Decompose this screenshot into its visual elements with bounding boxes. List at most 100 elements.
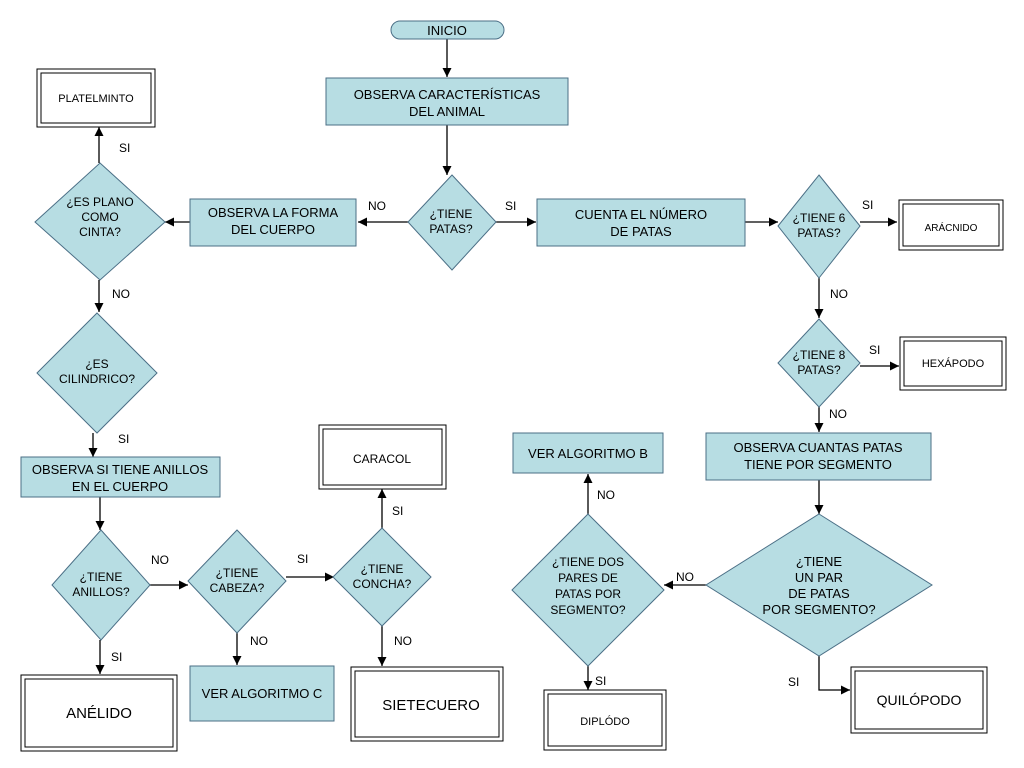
process-observe-legs-per-segment: OBSERVA CUANTAS PATAS TIENE POR SEGMENTO (705, 432, 932, 481)
decision-has-rings-line1: ¿TIENE (80, 570, 123, 584)
decision-has-rings-line2: ANILLOS? (72, 585, 130, 599)
decision-one-pair-line1: ¿TIENE (796, 554, 843, 569)
label-head-yes: SI (297, 552, 308, 566)
decision-has-head-line1: ¿TIENE (216, 566, 259, 580)
process-observe-legs-per-segment-line1: OBSERVA CUANTAS PATAS (733, 440, 902, 455)
result-aracnido-label: ARÁCNIDO (925, 221, 978, 234)
result-hexapodo: HEXÁPODO (899, 336, 1007, 391)
decision-two-pairs-line4: SEGMENTO? (550, 603, 625, 617)
label-eight-no: NO (829, 407, 847, 421)
process-algorithm-b-label: VER ALGORITMO B (528, 446, 648, 461)
label-rings-no: NO (151, 553, 169, 567)
edge-onepair-yes (818, 656, 850, 695)
label-shell-yes: SI (392, 504, 403, 518)
label-flat-yes: SI (119, 141, 130, 155)
label-twopairs-yes: SI (595, 674, 606, 688)
process-observe-features-line2: DEL ANIMAL (409, 104, 485, 119)
process-count-legs-line2: DE PATAS (610, 224, 672, 239)
decision-one-pair-line2: UN PAR (795, 570, 843, 585)
process-algorithm-c: VER ALGORITMO C (189, 665, 335, 722)
process-observe-rings-line2: EN EL CUERPO (72, 479, 168, 494)
label-head-no: NO (250, 634, 268, 648)
label-six-yes: SI (862, 198, 873, 212)
decision-cylindrical-line2: CILINDRICO? (59, 372, 135, 386)
label-legs-no: NO (368, 199, 386, 213)
decision-six-legs-line1: ¿TIENE 6 (793, 211, 846, 225)
decision-flat-ribbon-line1: ¿ES PLANO (66, 195, 133, 209)
result-caracol: CARACOL (318, 424, 447, 490)
result-sietecuero-label: SIETECUERO (382, 697, 480, 714)
label-twopairs-no: NO (597, 488, 615, 502)
label-flat-no: NO (112, 287, 130, 301)
decision-flat-ribbon-line2: COMO (81, 210, 118, 224)
decision-eight-legs-line2: PATAS? (797, 363, 841, 377)
start-node: INICIO (390, 20, 505, 40)
decision-one-pair-line4: POR SEGMENTO? (762, 602, 875, 617)
label-onepair-yes: SI (788, 675, 799, 689)
result-diplodo-label: DIPLÓDO (580, 715, 630, 728)
result-aracnido: ARÁCNIDO (898, 199, 1004, 251)
label-shell-no: NO (394, 634, 412, 648)
decision-has-head-line2: CABEZA? (210, 581, 265, 595)
process-count-legs: CUENTA EL NÚMERO DE PATAS (536, 198, 746, 247)
result-quilopodo-label: QUILÓPODO (877, 692, 962, 708)
result-quilopodo: QUILÓPODO (850, 666, 988, 734)
decision-six-legs-line2: PATAS? (797, 226, 841, 240)
decision-flat-ribbon-line3: CINTA? (79, 225, 121, 239)
decision-two-pairs-line1: ¿TIENE DOS (552, 555, 624, 569)
decision-one-pair-line3: DE PATAS (788, 586, 850, 601)
decision-has-shell-line2: CONCHA? (353, 577, 412, 591)
process-observe-features-line1: OBSERVA CARACTERÍSTICAS (354, 87, 541, 102)
label-eight-yes: SI (869, 343, 880, 357)
decision-has-legs-line1: ¿TIENE (430, 207, 473, 221)
result-anelido: ANÉLIDO (20, 674, 178, 752)
start-label: INICIO (427, 23, 467, 38)
decision-two-pairs-line3: PATAS POR (555, 587, 621, 601)
result-hexapodo-label: HEXÁPODO (922, 357, 985, 370)
label-legs-yes: SI (505, 199, 516, 213)
result-platelminto: PLATELMINTO (36, 68, 156, 128)
label-cyl-yes: SI (118, 432, 129, 446)
result-diplodo: DIPLÓDO (543, 689, 667, 751)
process-count-legs-line1: CUENTA EL NÚMERO (575, 207, 707, 222)
label-rings-yes: SI (111, 650, 122, 664)
process-algorithm-c-label: VER ALGORITMO C (202, 686, 323, 701)
result-platelminto-label: PLATELMINTO (58, 93, 134, 105)
decision-has-legs-line2: PATAS? (429, 222, 473, 236)
result-sietecuero: SIETECUERO (350, 666, 504, 742)
decision-cylindrical-line1: ¿ES (85, 357, 108, 371)
process-observe-legs-per-segment-line2: TIENE POR SEGMENTO (744, 457, 892, 472)
decision-has-shell-line1: ¿TIENE (361, 562, 404, 576)
process-observe-shape-line1: OBSERVA LA FORMA (208, 205, 339, 220)
result-anelido-label: ANÉLIDO (66, 705, 132, 722)
result-caracol-label: CARACOL (353, 452, 411, 466)
process-algorithm-b: VER ALGORITMO B (512, 432, 664, 474)
label-six-no: NO (830, 287, 848, 301)
